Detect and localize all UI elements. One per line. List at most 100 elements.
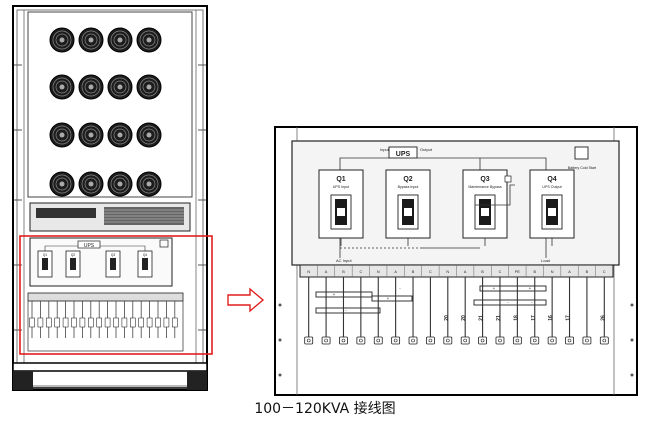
- cable-number: 20: [461, 315, 467, 321]
- cable-number: 17: [566, 315, 572, 321]
- mini-breaker-id: Q3: [111, 253, 115, 257]
- cable-number: 20: [444, 315, 450, 321]
- mini-breaker-q1: Q1: [37, 250, 53, 278]
- mini-breaker-q4: Q4: [137, 250, 153, 278]
- cable-lug: [304, 336, 314, 345]
- terminal-label: PE: [515, 270, 521, 274]
- detail-view: UPS Input Output Battery Cold Start Q1UP…: [274, 126, 638, 396]
- breaker-name-label: Bypass Input: [398, 185, 419, 189]
- cable-number: 21: [479, 315, 485, 321]
- cable-lug: [547, 336, 557, 345]
- fan-icon: [136, 74, 162, 100]
- mini-ups-badge: UPS: [84, 243, 95, 249]
- cable-lug: [356, 336, 366, 345]
- terminal-label: C: [359, 270, 362, 274]
- mini-terminal-lug: [45, 317, 52, 328]
- highlight-box: [19, 235, 213, 355]
- mini-terminal-lug: [130, 317, 136, 328]
- breaker-name-label: UPS Input: [333, 185, 349, 189]
- terminal-label: B: [412, 270, 415, 274]
- fan-icon: [49, 74, 75, 100]
- terminal-label: N: [551, 270, 554, 274]
- mini-terminal-lug: [172, 317, 178, 328]
- mini-terminal-lug: [88, 317, 94, 328]
- mini-breaker-panel: UPS Q1 Q2 Q3 Q4: [29, 237, 173, 287]
- cable-number: 16: [548, 315, 554, 321]
- cable-lug: [391, 336, 401, 345]
- terminal-label: C: [499, 270, 502, 274]
- terminal-label: B: [481, 270, 484, 274]
- cable-lug: [443, 336, 453, 345]
- fan-icon: [49, 27, 75, 53]
- mini-terminal-lug: [79, 317, 86, 328]
- mini-terminal-lug: [155, 317, 161, 328]
- terminal-label: A: [464, 270, 467, 274]
- busbar: [479, 285, 547, 292]
- cable-lug: [478, 336, 487, 345]
- terminal-label: B: [586, 270, 589, 274]
- cable-lug: [495, 336, 505, 345]
- mini-breaker-id: Q2: [71, 253, 75, 257]
- busbar: [315, 307, 381, 314]
- output-label: Output: [420, 147, 433, 152]
- load-label: Load: [541, 258, 550, 263]
- mini-breaker-id: Q1: [43, 253, 47, 257]
- mini-terminal-lug: [71, 317, 77, 328]
- ups-cabinet: UPS Q1 Q2 Q3 Q4: [12, 5, 208, 391]
- mini-terminal-lug: [146, 317, 153, 328]
- mini-terminal-lug: [96, 317, 102, 328]
- cable-lug: [426, 336, 435, 345]
- arrow-icon: [227, 287, 265, 313]
- terminal-label: N: [307, 270, 310, 274]
- terminal-label: N: [446, 270, 449, 274]
- terminal-label: B: [533, 270, 536, 274]
- mini-terminal-lug: [62, 317, 69, 328]
- breaker-id-label: Q1: [336, 176, 345, 183]
- mini-terminal-lug: [163, 317, 170, 328]
- battery-cold-start-button[interactable]: [574, 146, 589, 160]
- fan-icon: [136, 122, 162, 148]
- cable-lug: [321, 336, 331, 345]
- cable-lug: [512, 336, 522, 345]
- cable-number: 21: [496, 315, 502, 321]
- breaker-name-label: UPS Output: [542, 185, 561, 189]
- cable-lug: [530, 336, 540, 345]
- busbar-tag: -: [399, 286, 401, 291]
- cable-lug: [460, 336, 470, 345]
- mini-terminal-lug: [121, 317, 128, 328]
- diagram-caption: 100－120KVA 接线图: [254, 401, 396, 417]
- fan-icon: [107, 27, 133, 53]
- fan-icon: [78, 74, 104, 100]
- ac-input-label: AC Input: [336, 258, 352, 263]
- terminal-label: N: [377, 270, 380, 274]
- cable-lug: [599, 336, 609, 345]
- input-label: Input: [380, 147, 390, 152]
- ups-badge: UPS: [396, 151, 411, 158]
- cable-lug: [373, 336, 383, 345]
- busbar-tag: +: [529, 286, 532, 291]
- busbar-tag: +: [493, 286, 496, 291]
- mini-breaker-id: Q4: [143, 253, 147, 257]
- bypass-interlock-icon: [504, 175, 512, 183]
- terminal-label: A: [325, 270, 328, 274]
- busbar-tag: +: [387, 296, 390, 301]
- fan-grid: [49, 27, 162, 197]
- busbar: [473, 299, 547, 306]
- fan-icon: [107, 171, 133, 197]
- busbar-tag: +: [333, 292, 336, 297]
- busbar-tag: -: [531, 300, 533, 305]
- breaker-id-label: Q4: [547, 176, 556, 183]
- breaker-id-label: Q2: [403, 176, 412, 183]
- mini-terminal-lug: [54, 317, 61, 328]
- fan-icon: [107, 122, 133, 148]
- fan-icon: [78, 171, 104, 197]
- terminal-label: B: [342, 270, 345, 274]
- fan-icon: [49, 122, 75, 148]
- cable-lug: [408, 336, 418, 345]
